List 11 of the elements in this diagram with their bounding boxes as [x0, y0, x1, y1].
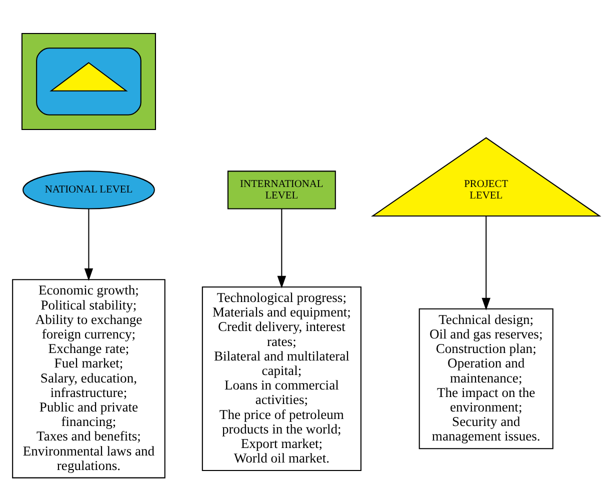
arrow [277, 208, 286, 288]
arrow [84, 208, 94, 281]
cluster [21, 33, 156, 130]
node-box: Economic growth; Political stability; Ability to exchange foreign currency; Exchange rate; Fuel market; Salary, education, infrastructure; Public and private financing; Taxes and benefits; Environmental laws and regulations. [12, 279, 166, 478]
node-box: Technical design; Oil and gas reserves; Construction plan; Operation and maintenance; The impact on the environment; Security and management issues. [418, 308, 554, 450]
cluster [36, 48, 142, 116]
node-box: INTERNATIONAL LEVEL [227, 170, 336, 210]
node-box: Technological progress; Materials and equipment; Credit delivery, interest rates; Bilateral and multilateral capital; Loans in commercial activities; The price of petroleum products in the world; Export market; World oil market. [202, 286, 362, 472]
node-triangle [50, 62, 128, 92]
arrow [482, 216, 490, 310]
node-ellipse: NATIONAL LEVEL [22, 170, 155, 210]
